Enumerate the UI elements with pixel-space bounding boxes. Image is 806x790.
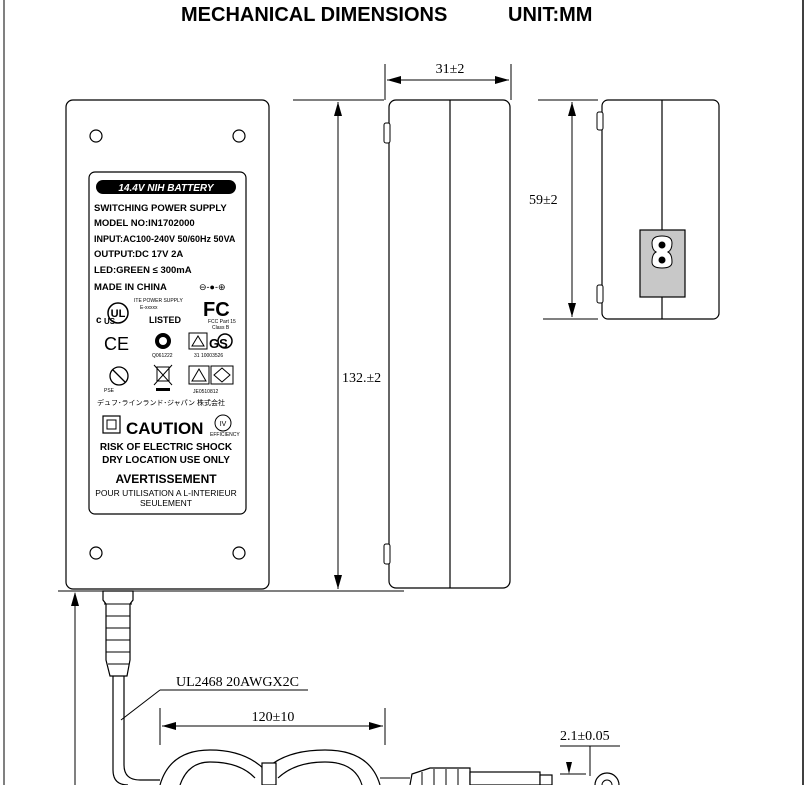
ul-us: US (104, 317, 116, 326)
ul-mark: UL c US ITE POWER SUPPLY E-xxxxx LISTED (96, 298, 183, 326)
cord-length-label: 120±10 (252, 710, 295, 725)
pin-dimension-label: 2.1±0.05 (560, 729, 610, 744)
ccc-code: Q061222 (152, 353, 173, 359)
jet-box-1 (188, 365, 210, 385)
avertissement: AVERTISSEMENT (115, 472, 217, 486)
ul-small-text-2: E-xxxxx (140, 305, 158, 311)
ul-c: c (96, 315, 102, 326)
cord-tie (261, 762, 277, 786)
coiled-cord-inner-2 (277, 761, 363, 786)
label-line-2: INPUT:AC100-240V 50/60Hz 50VA (94, 234, 236, 244)
cable-left (112, 676, 129, 786)
gs-code: 31 10003526 (194, 353, 223, 359)
end-view (596, 99, 720, 320)
battery-banner-bg (96, 180, 236, 194)
side-foot-top (383, 122, 391, 144)
cable-right (123, 676, 160, 781)
weee-bin-icon (153, 364, 173, 391)
cable-leader (120, 689, 161, 721)
ul-listed: LISTED (149, 315, 182, 325)
label-line-0: SWITCHING POWER SUPPLY (94, 203, 227, 214)
length-dimension: 132.±2 (293, 99, 384, 589)
efficiency-small: EFFICIENCY (210, 432, 240, 438)
side-foot-bottom (383, 543, 391, 565)
coiled-cord-inner-1 (179, 761, 256, 786)
front-view: 14.4V NIH BATTERY SWITCHING POWER SUPPLY… (65, 99, 270, 590)
label-line-1: MODEL NO:IN1702000 (94, 218, 195, 229)
width-dimension: 31±2 (384, 62, 512, 100)
depth-label: 59±2 (529, 193, 558, 208)
svg-text:UL: UL (111, 308, 126, 320)
label-line-5: MADE IN CHINA (94, 282, 167, 293)
unit-label: UNIT:MM (508, 4, 592, 26)
japan-line: デュフ･ラインランド･ジャパン 株式会社 (97, 398, 225, 407)
screw-hole-top-left (89, 129, 103, 143)
pse-small: PSE (104, 388, 115, 394)
ce-mark: CE (104, 334, 129, 354)
fc-small: FCC Part 15 (208, 319, 236, 325)
shock-warning: RISK OF ELECTRIC SHOCK (100, 442, 233, 453)
pin-dimension: 2.1±0.05 (560, 729, 620, 776)
width-label: 31±2 (436, 62, 465, 77)
svg-text:IV: IV (220, 421, 227, 428)
label-line-3: OUTPUT:DC 17V 2A (94, 249, 183, 260)
pour-line-2: SEULEMENT (140, 498, 192, 508)
gs-box (188, 332, 208, 350)
caution-text: CAUTION (126, 419, 203, 438)
screw-hole-bottom-left (89, 546, 103, 560)
inlet-socket (651, 235, 673, 269)
polarity-symbol: ⊖-●-⊕ (199, 282, 226, 292)
side-view (383, 99, 511, 589)
page-title: MECHANICAL DIMENSIONS (181, 4, 447, 26)
jet-box-2 (210, 365, 234, 385)
ul-circle (107, 302, 129, 324)
dc-plug (380, 767, 620, 790)
screw-hole-bottom-right (232, 546, 246, 560)
screw-hole-top-right (232, 129, 246, 143)
label-line-4: LED:GREEN ≤ 300mA (94, 265, 192, 276)
length-label: 132.±2 (342, 371, 381, 386)
pour-line-1: POUR UTILISATION A L-INTERIEUR (95, 488, 237, 498)
strain-relief (102, 590, 134, 677)
cable-spec: UL2468 20AWGX2C (176, 675, 299, 690)
cord-length-dimension: 120±10 (159, 708, 386, 745)
battery-banner: 14.4V NIH BATTERY (118, 183, 215, 194)
dry-location: DRY LOCATION USE ONLY (102, 455, 230, 466)
jet-code: JE0510812 (193, 389, 219, 395)
ul-small-text: ITE POWER SUPPLY (134, 298, 183, 304)
end-case-outline (601, 99, 720, 320)
depth-dimension: 59±2 (529, 99, 598, 320)
efficiency-mark (214, 414, 232, 432)
fc-small-2: Class B (212, 325, 230, 331)
fc-mark: FC (203, 299, 230, 321)
